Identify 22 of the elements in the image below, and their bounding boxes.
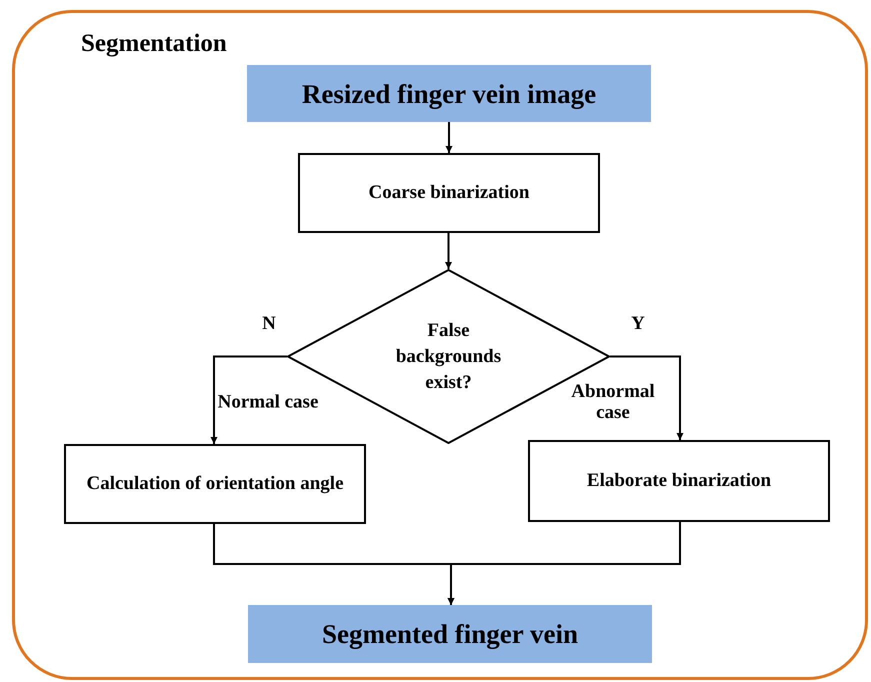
edge-label: N bbox=[262, 311, 276, 336]
arrow bbox=[610, 356, 684, 440]
branch-note: Normal case bbox=[216, 392, 320, 412]
group-frame bbox=[12, 10, 868, 680]
process-box bbox=[528, 440, 830, 522]
decision-text: False backgrounds exist? bbox=[394, 318, 502, 394]
box-text: Elaborate binarization bbox=[586, 469, 772, 493]
edge-label: Y bbox=[631, 311, 645, 336]
box-text: Segmented finger vein bbox=[322, 621, 578, 647]
box-text: Resized finger vein image bbox=[302, 80, 596, 106]
box-text: Coarse binarization bbox=[368, 181, 530, 205]
terminal-box bbox=[248, 605, 652, 663]
process-box bbox=[64, 444, 366, 524]
arrow bbox=[210, 356, 287, 444]
process-box bbox=[298, 153, 600, 233]
arrow bbox=[445, 233, 452, 269]
terminal-box bbox=[247, 65, 651, 122]
arrow bbox=[446, 122, 452, 153]
box-text: Calculation of orientation angle bbox=[86, 472, 344, 496]
branch-note: Abnormal case bbox=[570, 381, 656, 423]
group-title: Segmentation bbox=[81, 29, 227, 59]
arrow bbox=[448, 522, 681, 605]
